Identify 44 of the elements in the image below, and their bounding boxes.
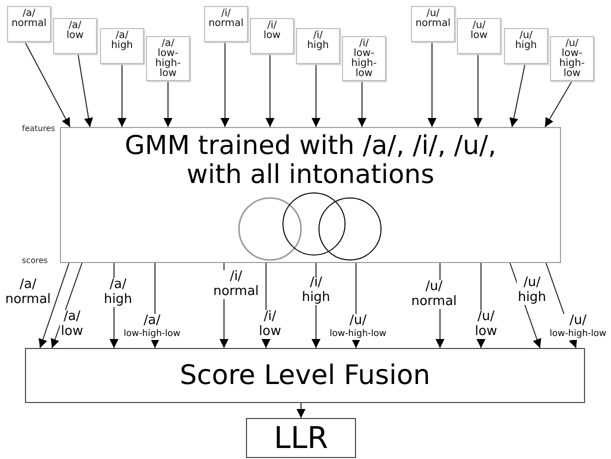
edge-label: /u/ low-high-low — [328, 314, 388, 340]
input-box: /u/ normal — [411, 6, 455, 42]
arrow — [312, 64, 320, 128]
edge-label: /i/ low — [258, 310, 282, 339]
model-box — [60, 127, 561, 263]
side-label: features — [22, 124, 56, 133]
input-box: /a/ low-high-low — [146, 36, 190, 81]
arrow — [428, 42, 436, 128]
fusion-box — [25, 348, 585, 403]
box-title: GMM trained with /a/, /i/, /u/, with all intonations — [124, 130, 498, 190]
arrow — [118, 64, 126, 128]
arrow — [544, 80, 572, 128]
arrow — [266, 54, 274, 128]
input-box: /a/ normal — [7, 6, 51, 42]
box-title: LLR — [274, 422, 328, 454]
input-box: /u/ high — [504, 28, 548, 64]
edge-label: /a/ low-high-low — [122, 314, 182, 340]
input-box: /a/ high — [100, 28, 144, 64]
arrow — [164, 80, 172, 128]
edge-label: /a/ high — [102, 278, 134, 307]
edge-label: /u/ low — [474, 310, 498, 339]
input-box: /a/ low — [53, 18, 97, 54]
edge-label: /i/ normal — [212, 270, 260, 299]
input-box: /i/ low — [250, 18, 294, 54]
arrow — [358, 80, 366, 128]
edge-label: /u/ high — [516, 276, 548, 305]
edge-label: /u/ low-high-low — [548, 314, 608, 340]
arrow — [24, 42, 70, 128]
side-label: scores — [22, 256, 48, 265]
arrow — [509, 64, 526, 128]
arrow — [38, 262, 70, 348]
arrow — [474, 54, 482, 128]
arrow — [78, 54, 93, 128]
box-title: Score Level Fusion — [180, 360, 430, 390]
input-box: /i/ normal — [204, 6, 248, 42]
input-box: /u/ low — [457, 18, 501, 54]
input-box: /u/ low-high-low — [550, 36, 594, 81]
input-box: /i/ low-high-low — [342, 36, 386, 81]
edge-label: /u/ normal — [410, 280, 458, 309]
arrow — [220, 42, 230, 128]
input-box: /i/ high — [296, 28, 340, 64]
edge-label: /i/ high — [300, 276, 332, 305]
arrow — [296, 402, 306, 418]
output-box — [246, 418, 356, 458]
